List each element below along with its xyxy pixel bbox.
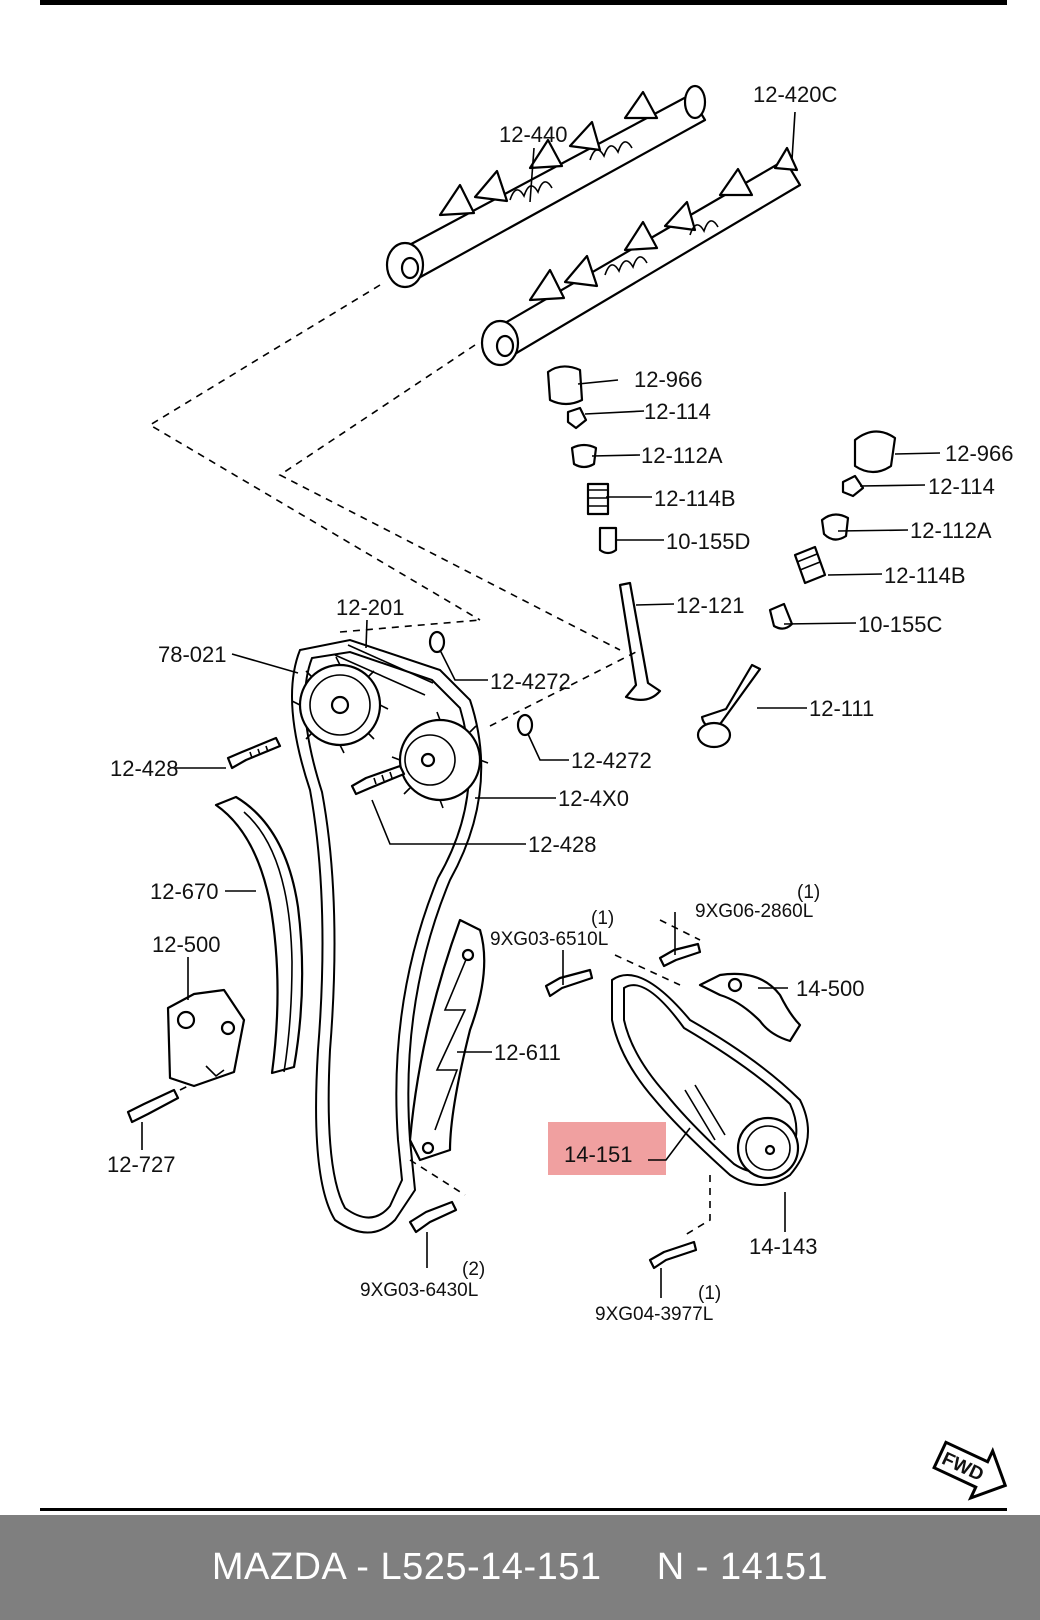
label-12-4x0: 12-4X0: [558, 786, 629, 811]
bolt-9xg06-2860l: [658, 942, 702, 968]
label-12-114b-intake: 12-114B: [654, 486, 736, 511]
chain-guide-12-611: [408, 918, 486, 1162]
highlight-box: [548, 1122, 666, 1175]
part-labels: 12-440 12-420C 12-966 12-114 12-112A 12-…: [107, 82, 1014, 1325]
label-14-151: 14-151: [564, 1142, 633, 1167]
tensioner-14-500: [698, 972, 802, 1043]
dashed-guides: [148, 284, 711, 1236]
label-12-428-a: 12-428: [110, 756, 179, 781]
label-12-111: 12-111: [809, 696, 874, 721]
label-12-112a-intake: 12-112A: [641, 443, 723, 468]
label-10-155c: 10-155C: [858, 612, 943, 637]
label-12-420c: 12-420C: [753, 82, 838, 107]
bolt-9xg04-3977l: [648, 1240, 698, 1270]
label-12-670: 12-670: [150, 879, 219, 904]
label-12-966-exhaust: 12-966: [945, 441, 1014, 466]
top-border: [40, 0, 1007, 5]
label-12-112a-exhaust: 12-112A: [910, 518, 992, 543]
sprocket-14-143: [736, 1116, 800, 1180]
label-12-114-intake: 12-114: [644, 399, 711, 424]
label-12-114-exhaust: 12-114: [928, 474, 995, 499]
label-12-428-b: 12-428: [528, 832, 597, 857]
phaser-12-4x0: [391, 711, 489, 809]
chain-guide-12-670: [214, 795, 304, 1075]
bolt-12-727: [126, 1088, 180, 1124]
label-9xg04-3977l-qty: (1): [698, 1283, 721, 1304]
timing-chain-12-201: [291, 638, 483, 1234]
label-12-611: 12-611: [494, 1040, 561, 1065]
bolt-9xg03-6510l: [544, 968, 594, 998]
camshaft-12-440: [385, 84, 707, 289]
label-12-966-intake: 12-966: [634, 367, 703, 392]
label-12-201: 12-201: [336, 595, 405, 620]
label-9xg03-6510l: 9XG03-6510L: [490, 929, 608, 950]
washers-12-4272: [428, 630, 534, 737]
bottom-border: [40, 1508, 1007, 1511]
leader-lines: [141, 111, 941, 1298]
label-12-114b-exhaust: 12-114B: [884, 563, 966, 588]
bolt-9xg03-6430l: [408, 1200, 458, 1234]
fwd-arrow-icon: FWD: [932, 1440, 1008, 1501]
label-14-500: 14-500: [796, 976, 865, 1001]
footer-caption: MAZDA - L525-14-151 N - 14151: [0, 1515, 1040, 1620]
label-9xg03-6510l-qty: (1): [591, 908, 614, 929]
bolts-12-428: [226, 736, 406, 796]
valve-train-exhaust: [696, 430, 897, 749]
label-10-155d: 10-155D: [666, 529, 750, 554]
sprocket-78-021: [291, 656, 389, 754]
label-12-121: 12-121: [676, 593, 745, 618]
valve-train-intake: [546, 365, 662, 702]
label-12-727: 12-727: [107, 1152, 176, 1177]
timing-chain-exploded-diagram: 12-440 12-420C 12-966 12-114 12-112A 12-…: [40, 0, 1014, 1511]
label-9xg03-6430l: 9XG03-6430L: [360, 1280, 478, 1301]
label-9xg04-3977l: 9XG04-3977L: [595, 1304, 713, 1325]
label-12-4272-b: 12-4272: [571, 748, 652, 773]
label-9xg06-2860l: 9XG06-2860L: [695, 901, 813, 922]
label-14-143: 14-143: [749, 1234, 818, 1259]
label-12-4272-a: 12-4272: [490, 669, 571, 694]
label-9xg03-6430l-qty: (2): [462, 1259, 485, 1280]
label-9xg06-2860l-qty: (1): [797, 882, 820, 903]
label-12-500: 12-500: [152, 932, 221, 957]
tensioner-12-500: [166, 988, 246, 1088]
label-12-440: 12-440: [499, 122, 568, 147]
label-78-021: 78-021: [158, 642, 227, 667]
